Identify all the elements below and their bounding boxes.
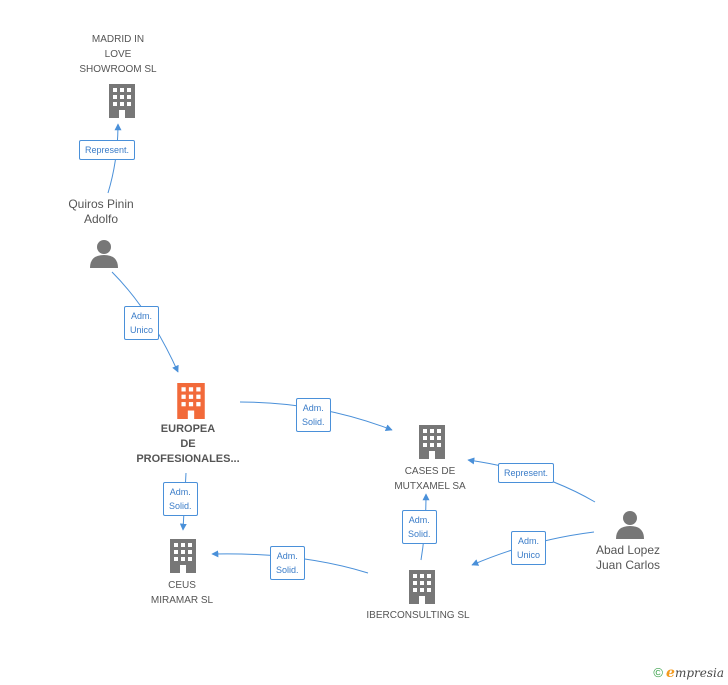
building-icon[interactable]	[107, 84, 137, 118]
label-line: DE	[180, 438, 196, 450]
brand-logo: empresia	[666, 665, 724, 681]
label-line: Juan Carlos	[595, 558, 661, 572]
building-icon[interactable]	[417, 425, 447, 459]
building-icon[interactable]	[175, 383, 207, 419]
label-line: MADRID IN	[91, 34, 145, 45]
edge-label-line: Adm.	[408, 515, 430, 525]
brand-initial: e	[666, 665, 675, 681]
label-line: PROFESIONALES...	[136, 453, 240, 465]
edge-label-line: Represent.	[504, 468, 549, 478]
edge-label-quiros-europea[interactable]: Adm. Unico	[124, 306, 160, 340]
edge-label-line: Adm.	[131, 311, 153, 321]
label-line: Adolfo	[83, 212, 119, 226]
edge-label-europea-ceus[interactable]: Adm. Solid.	[163, 482, 198, 516]
node-label-iberconsulting: IBERCONSULTING SL	[358, 608, 478, 623]
edge-label-line: Solid.	[408, 529, 431, 539]
person-icon[interactable]	[615, 509, 645, 539]
edge-label-line: Unico	[517, 550, 541, 560]
label-line: CASES DE	[404, 466, 456, 477]
edge-label-abad-iberconsulting[interactable]: Adm. Unico	[511, 531, 547, 565]
brand-rest: mpresia	[674, 666, 724, 680]
copyright-icon: ©	[653, 665, 664, 680]
edge-label-line: Adm.	[169, 487, 191, 497]
edge-label-line: Solid.	[302, 417, 325, 427]
footer-watermark: ©empresia	[653, 665, 724, 681]
label-line: IBERCONSULTING SL	[366, 610, 470, 621]
person-icon[interactable]	[89, 238, 119, 268]
node-label-madrid: MADRID IN LOVE SHOWROOM SL	[58, 32, 178, 77]
edge-label-quiros-madrid[interactable]: Represent.	[79, 140, 136, 160]
label-line: Abad Lopez	[595, 543, 661, 557]
edge-label-abad-cases[interactable]: Represent.	[498, 463, 555, 483]
building-icon[interactable]	[407, 570, 437, 604]
label-line: MUTXAMEL SA	[394, 481, 466, 492]
building-icon[interactable]	[168, 539, 198, 573]
edge-label-line: Solid.	[276, 565, 299, 575]
label-line: CEUS	[168, 580, 196, 591]
edge-label-line: Adm.	[276, 551, 298, 561]
node-label-quiros: Quiros Pinin Adolfo	[46, 197, 156, 227]
label-line: LOVE	[104, 49, 132, 60]
node-label-cases: CASES DE MUTXAMEL SA	[370, 464, 490, 494]
edge-label-europea-cases[interactable]: Adm. Solid.	[296, 398, 331, 432]
node-label-europea: EUROPEA DE PROFESIONALES...	[118, 422, 258, 467]
edge-label-iberconsulting-cases[interactable]: Adm. Solid.	[402, 510, 437, 544]
label-line: EUROPEA	[160, 423, 216, 435]
edge-label-line: Adm.	[518, 536, 540, 546]
node-label-ceus: CEUS MIRAMAR SL	[122, 578, 242, 608]
edge-label-line: Adm.	[302, 403, 324, 413]
edge-label-line: Solid.	[169, 501, 192, 511]
label-line: Quiros Pinin	[68, 197, 134, 211]
edge-label-line: Represent.	[85, 145, 130, 155]
label-line: SHOWROOM SL	[79, 64, 157, 75]
label-line: MIRAMAR SL	[150, 595, 214, 606]
edge-label-iberconsulting-ceus[interactable]: Adm. Solid.	[270, 546, 305, 580]
node-label-abad: Abad Lopez Juan Carlos	[578, 543, 678, 573]
edge-label-line: Unico	[130, 325, 154, 335]
